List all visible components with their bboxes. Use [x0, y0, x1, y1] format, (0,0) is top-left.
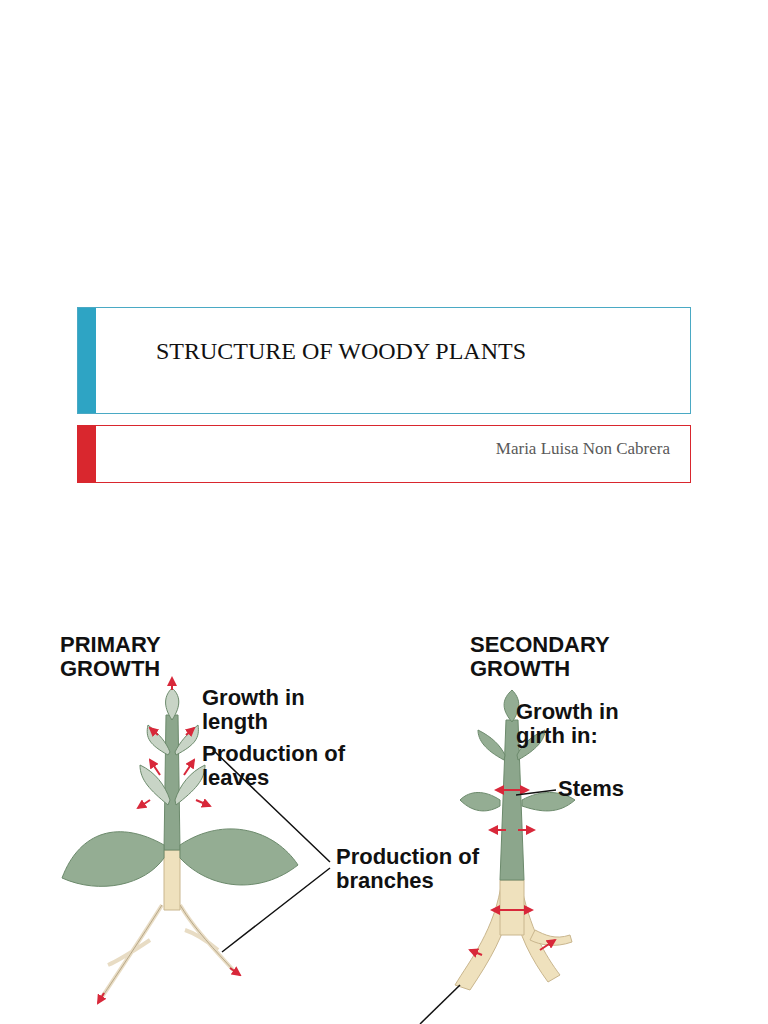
author-name: Maria Luisa Non Cabrera — [118, 438, 670, 459]
diagram-label: Production of branches — [336, 845, 516, 893]
accent-bar — [78, 426, 96, 482]
leader-line — [516, 790, 556, 795]
diagram-label: Production of leaves — [202, 742, 362, 790]
diagram-label: SECONDARY GROWTH — [470, 633, 650, 681]
diagram-label: Growth in length — [202, 686, 332, 734]
diagram-label: PRIMARY GROWTH — [60, 633, 200, 681]
author-box: Maria Luisa Non Cabrera — [77, 425, 691, 483]
title-box: STRUCTURE OF WOODY PLANTS — [77, 307, 691, 414]
accent-bar — [78, 308, 96, 413]
diagram-label: Growth in girth in: — [516, 700, 656, 748]
diagram-label: Stems — [558, 777, 648, 801]
slide-title: STRUCTURE OF WOODY PLANTS — [156, 336, 678, 366]
